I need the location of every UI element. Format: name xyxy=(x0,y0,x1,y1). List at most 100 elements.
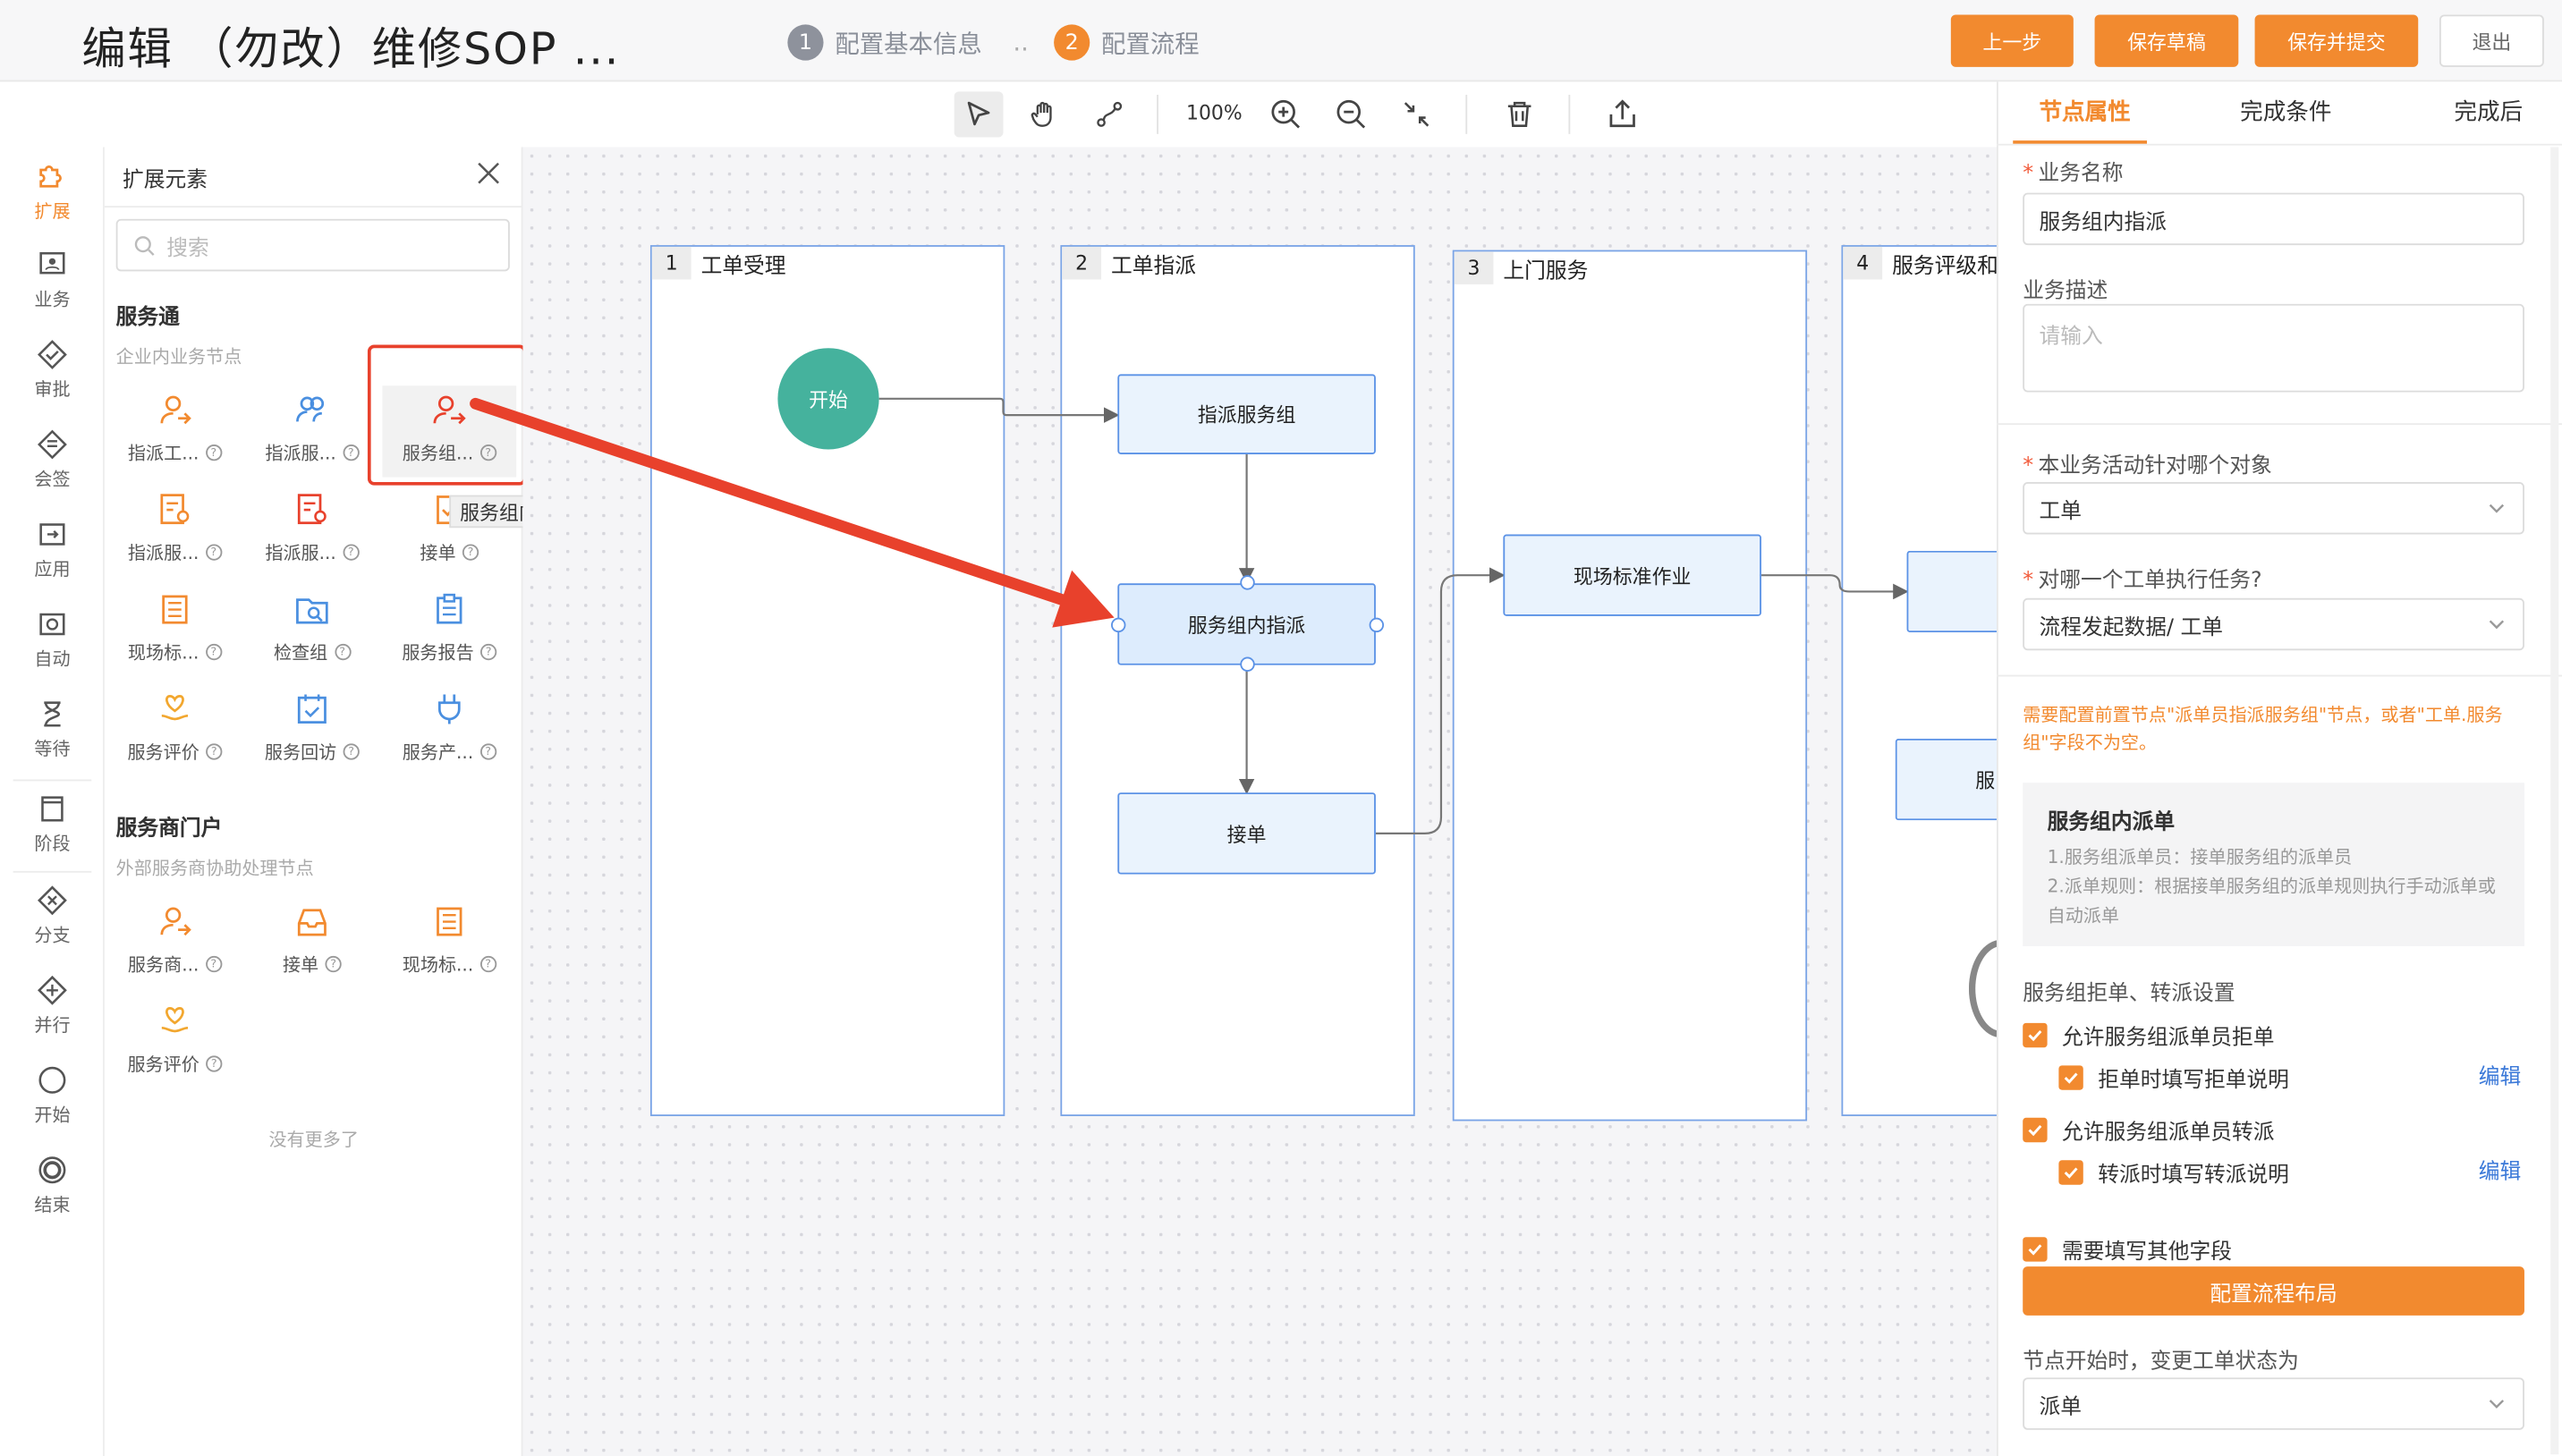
nav-item-countersign[interactable]: 会签 xyxy=(0,417,105,505)
nav-item-auto[interactable]: 自动 xyxy=(0,597,105,685)
nav-item-start[interactable]: 开始 xyxy=(0,1053,105,1141)
puzzle-icon xyxy=(39,165,62,188)
help-icon[interactable]: ? xyxy=(205,955,222,973)
element-service-report[interactable]: 服务报告? xyxy=(382,590,516,672)
element-provider-accept[interactable]: 接单? xyxy=(245,902,379,984)
element-service-revisit[interactable]: 服务回访? xyxy=(245,690,379,771)
connector-line-icon[interactable] xyxy=(1085,91,1134,137)
end-circle-icon xyxy=(38,1156,66,1184)
help-icon[interactable]: ? xyxy=(343,743,360,760)
nav-item-parallel[interactable]: 并行 xyxy=(0,962,105,1051)
configure-layout-button[interactable]: 配置流程布局 xyxy=(2023,1266,2524,1316)
chevron-down-icon xyxy=(2489,620,2505,630)
element-assign-ticket[interactable]: 指派工...? xyxy=(108,391,242,472)
edit-reject-link[interactable]: 编辑 xyxy=(2478,1065,2522,1090)
nav-item-stage[interactable]: 阶段 xyxy=(0,781,105,869)
node-port[interactable] xyxy=(1369,617,1385,633)
close-icon[interactable] xyxy=(476,160,502,193)
element-service-product[interactable]: 服务产...? xyxy=(382,690,516,771)
reject-note-checkbox[interactable]: 拒单时填写拒单说明 xyxy=(2058,1062,2289,1093)
task-select[interactable]: 流程发起数据/ 工单 xyxy=(2023,597,2524,651)
nav-item-branch[interactable]: 分支 xyxy=(0,873,105,961)
calendar-icon xyxy=(297,694,327,724)
info-box xyxy=(2023,783,2524,946)
edit-transfer-link[interactable]: 编辑 xyxy=(2478,1160,2522,1185)
nav-item-business[interactable]: 业务 xyxy=(0,237,105,326)
checkbox-checked-icon xyxy=(2023,1022,2048,1048)
nav-item-app[interactable]: 应用 xyxy=(0,506,105,595)
element-provider-rating[interactable]: 服务评价? xyxy=(108,1002,242,1083)
biz-name-input[interactable]: 服务组内指派 xyxy=(2023,192,2524,246)
nav-item-end[interactable]: 结束 xyxy=(0,1142,105,1231)
node-port[interactable] xyxy=(1240,656,1255,672)
delete-trash-icon[interactable] xyxy=(1495,91,1544,137)
help-icon[interactable]: ? xyxy=(205,643,222,661)
nav-item-approval[interactable]: 审批 xyxy=(0,326,105,415)
search-icon xyxy=(134,235,155,255)
element-provider[interactable]: 服务商...? xyxy=(108,902,242,984)
chevron-down-icon xyxy=(2489,504,2505,513)
export-share-icon[interactable] xyxy=(1598,91,1647,137)
exit-button[interactable]: 退出 xyxy=(2439,14,2544,67)
help-icon[interactable]: ? xyxy=(343,444,360,461)
element-provider-onsite[interactable]: 现场标...? xyxy=(382,902,516,984)
transfer-note-checkbox[interactable]: 转派时填写转派说明 xyxy=(2058,1157,2289,1188)
biz-desc-textarea[interactable]: 请输入 xyxy=(2023,303,2524,393)
element-assign-service-3[interactable]: 指派服...? xyxy=(245,490,379,571)
element-assign-service[interactable]: 指派服...? xyxy=(245,391,379,472)
help-icon[interactable]: ? xyxy=(479,955,496,973)
element-inspection-group[interactable]: 检查组? xyxy=(245,590,379,672)
tab-node-properties[interactable]: 节点属性 xyxy=(2039,99,2131,126)
tab-divider xyxy=(1996,143,2562,146)
search-input[interactable]: 搜索 xyxy=(115,218,510,272)
select-pointer-icon[interactable] xyxy=(954,91,1004,138)
status-select[interactable]: 派单 xyxy=(2023,1377,2524,1430)
help-icon[interactable]: ? xyxy=(479,444,496,461)
hand-pan-icon[interactable] xyxy=(1020,91,1069,137)
element-group-assign[interactable]: 服务组...? xyxy=(382,385,517,478)
help-icon[interactable]: ? xyxy=(206,1055,223,1072)
start-node[interactable]: 开始 xyxy=(777,348,879,450)
tab-completion-conditions[interactable]: 完成条件 xyxy=(2240,99,2332,126)
help-icon[interactable]: ? xyxy=(462,544,479,561)
tab-indicator xyxy=(2013,140,2148,144)
help-icon[interactable]: ? xyxy=(343,544,360,561)
zoom-in-icon[interactable] xyxy=(1261,91,1311,137)
nav-item-wait[interactable]: 等待 xyxy=(0,686,105,775)
node-port[interactable] xyxy=(1111,617,1126,633)
element-assign-service-2[interactable]: 指派服...? xyxy=(108,490,242,571)
fit-view-icon[interactable] xyxy=(1392,91,1441,137)
checkbox-checked-icon xyxy=(2023,1237,2048,1262)
tab-after-completion[interactable]: 完成后 xyxy=(2454,99,2524,126)
scrollbar[interactable] xyxy=(2550,147,2559,1455)
allow-transfer-checkbox[interactable]: 允许服务组派单员转派 xyxy=(2023,1114,2275,1146)
help-icon[interactable]: ? xyxy=(479,743,496,760)
other-fields-checkbox[interactable]: 需要填写其他字段 xyxy=(2023,1234,2232,1265)
help-icon[interactable]: ? xyxy=(325,955,342,973)
help-icon[interactable]: ? xyxy=(205,444,222,461)
help-icon[interactable]: ? xyxy=(479,643,497,661)
save-submit-button[interactable]: 保存并提交 xyxy=(2254,14,2419,67)
save-draft-button[interactable]: 保存草稿 xyxy=(2094,14,2239,67)
help-icon[interactable]: ? xyxy=(205,544,222,561)
zoom-out-icon[interactable] xyxy=(1327,91,1376,137)
nav-item-extend[interactable]: 扩展 xyxy=(0,147,105,235)
node-port[interactable] xyxy=(1240,575,1255,590)
allow-reject-checkbox[interactable]: 允许服务组派单员拒单 xyxy=(2023,1020,2275,1051)
prev-step-button[interactable]: 上一步 xyxy=(1950,14,2074,67)
panel-title: 扩展元素 xyxy=(122,168,208,193)
element-onsite-standard[interactable]: 现场标...? xyxy=(108,590,242,672)
node-accept[interactable]: 接单 xyxy=(1117,792,1376,875)
node-onsite-standard[interactable]: 现场标准作业 xyxy=(1503,534,1761,616)
warning-text: 需要配置前置节点"派单员指派服务组"节点，或者"工单.服务组"字段不为空。 xyxy=(2023,704,2503,754)
checkbox-checked-icon xyxy=(2058,1160,2083,1185)
node-assign-group[interactable]: 指派服务组 xyxy=(1117,374,1376,454)
help-icon[interactable]: ? xyxy=(206,743,223,760)
object-select[interactable]: 工单 xyxy=(2023,482,2524,535)
help-icon[interactable]: ? xyxy=(334,643,351,661)
element-service-rating[interactable]: 服务评价? xyxy=(108,690,242,771)
node-group-assign[interactable]: 服务组内指派 xyxy=(1117,583,1376,665)
